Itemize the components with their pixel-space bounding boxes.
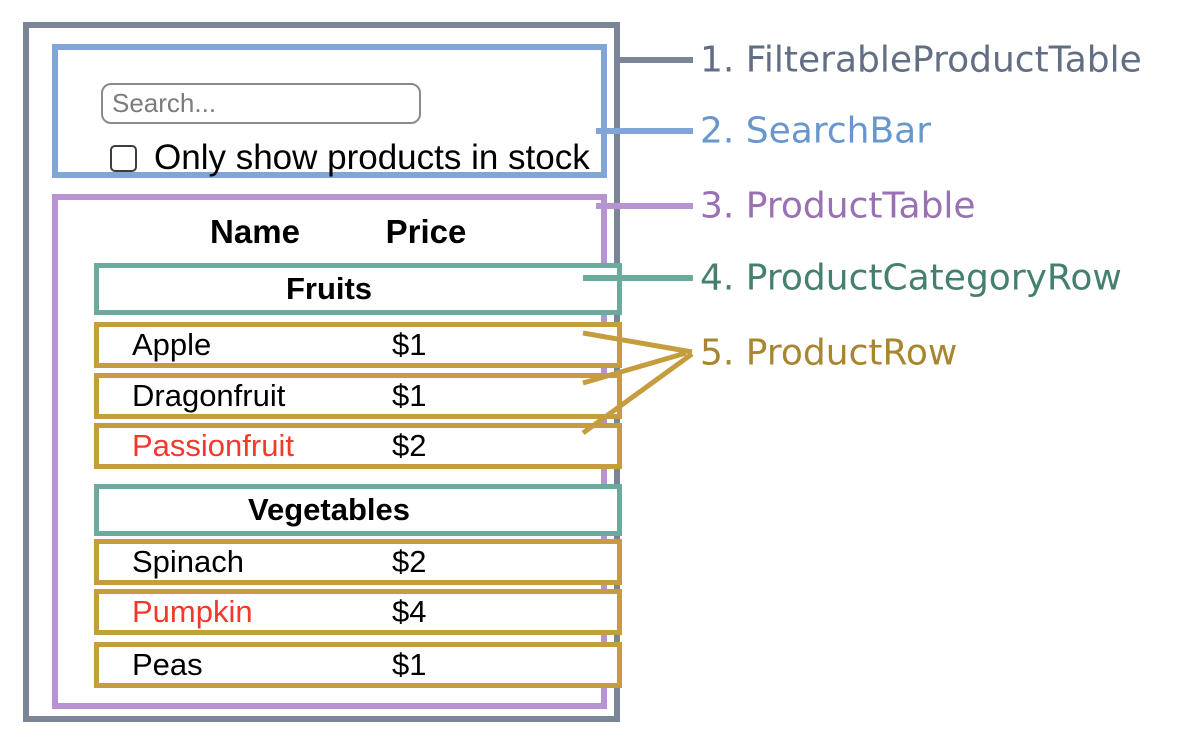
legend-label-product-category-row: 4. ProductCategoryRow: [700, 257, 1122, 299]
category-row-vegetables: Vegetables: [94, 484, 622, 536]
category-row-fruits: Fruits: [94, 263, 622, 315]
search-placeholder: Search...: [112, 88, 217, 118]
search-bar-box: Search... Only show products in stock: [52, 44, 607, 178]
product-price: $2: [392, 544, 427, 579]
column-header-price: Price: [385, 213, 467, 250]
product-price: $2: [392, 428, 427, 463]
column-header-name: Name: [210, 213, 300, 250]
legend-label-search-bar: 2. SearchBar: [700, 110, 932, 152]
in-stock-checkbox[interactable]: [110, 144, 137, 172]
legend-label-product-table: 3. ProductTable: [700, 185, 976, 227]
product-price: $1: [392, 378, 427, 413]
legend-label-filterable-product-table: 1. FilterableProductTable: [700, 39, 1142, 81]
product-row-apple: Apple $1: [94, 322, 622, 368]
product-row-dragonfruit: Dragonfruit $1: [94, 373, 622, 419]
product-row-pumpkin: Pumpkin $4: [94, 589, 622, 635]
in-stock-filter-row: Only show products in stock: [110, 138, 590, 178]
product-price: $4: [392, 594, 427, 629]
category-label: Vegetables: [248, 492, 410, 527]
product-table-box: Name Price Fruits Apple $1 Dragonfruit $…: [52, 194, 622, 709]
category-label: Fruits: [285, 271, 373, 306]
search-input[interactable]: Search...: [101, 83, 421, 124]
product-name: Apple: [132, 327, 212, 362]
product-price: $1: [392, 327, 427, 362]
product-name: Pumpkin: [132, 594, 253, 629]
product-name: Passionfruit: [132, 428, 294, 463]
product-name: Dragonfruit: [132, 378, 286, 413]
product-row-spinach: Spinach $2: [94, 539, 622, 585]
product-row-passionfruit: Passionfruit $2: [94, 423, 622, 469]
filterable-product-table-box: Search... Only show products in stock Na…: [23, 22, 622, 722]
product-row-peas: Peas $1: [94, 642, 622, 688]
product-name: Peas: [132, 647, 203, 682]
in-stock-checkbox-label: Only show products in stock: [154, 138, 590, 177]
product-name: Spinach: [132, 544, 245, 579]
product-price: $1: [392, 647, 427, 682]
legend-label-product-row: 5. ProductRow: [700, 332, 958, 374]
